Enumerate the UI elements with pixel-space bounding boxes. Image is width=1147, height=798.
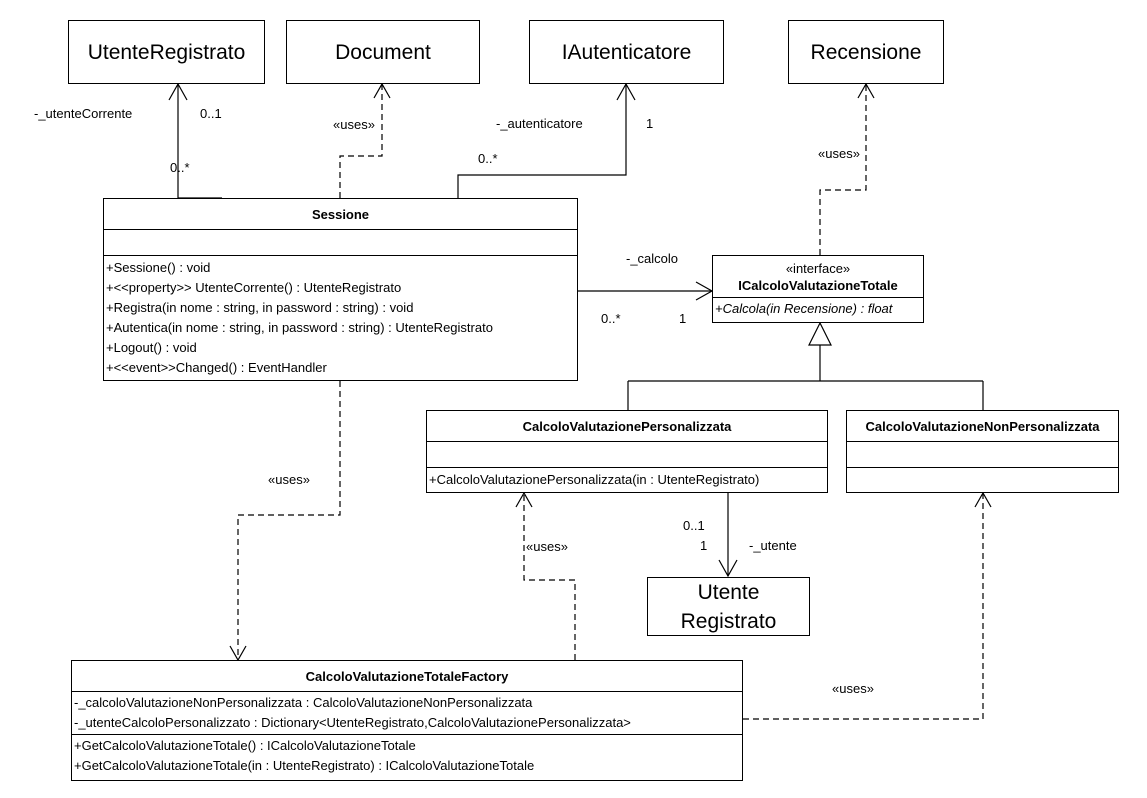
icalcolo-operation: +Calcola(in Recensione) : float xyxy=(715,301,893,316)
sessione-operation: +Registra(in nome : string, in password … xyxy=(106,300,414,315)
utente-registrato-bottom-box: Utente Registrato xyxy=(647,577,810,636)
personalizzata-name: CalcoloValutazionePersonalizzata xyxy=(522,418,732,434)
dependency-document xyxy=(339,84,383,198)
arrowhead-autenticatore xyxy=(616,82,636,101)
icalcolo-operations: +Calcola(in Recensione) : float xyxy=(713,298,923,320)
dependency-non-personalizzata xyxy=(743,493,984,720)
iautenticatore-box: IAutenticatore xyxy=(529,20,724,84)
utente-registrato-label: UtenteRegistrato xyxy=(87,40,246,64)
icalcolo-name: ICalcoloValutazioneTotale xyxy=(738,277,898,293)
association-utente-corrente xyxy=(177,84,222,199)
personalizzata-header: CalcoloValutazionePersonalizzata xyxy=(427,411,827,442)
icalcolo-header: «interface» ICalcoloValutazioneTotale xyxy=(713,256,923,298)
personalizzata-class: CalcoloValutazionePersonalizzata +Calcol… xyxy=(426,410,828,493)
dependency-personalizzata xyxy=(523,493,576,660)
icalcolo-stereotype: «interface» xyxy=(785,260,851,276)
uses-recensione-label: «uses» xyxy=(818,146,860,161)
arrowhead-recensione xyxy=(857,82,875,99)
sessione-operations: +Sessione() : void +<<property>> UtenteC… xyxy=(104,256,577,380)
utente-corrente-target-multiplicity: 0..1 xyxy=(200,106,222,121)
utente-role-label: -_utente xyxy=(749,538,797,553)
autenticatore-target-multiplicity: 1 xyxy=(646,116,654,131)
sessione-operation: +Logout() : void xyxy=(106,340,197,355)
factory-attribute: -_calcoloValutazioneNonPersonalizzata : … xyxy=(74,695,533,710)
uses-non-personalizzata-label: «uses» xyxy=(832,681,874,696)
iautenticatore-label: IAutenticatore xyxy=(561,40,692,64)
non-personalizzata-operations xyxy=(847,468,1118,472)
personalizzata-operation: +CalcoloValutazionePersonalizzata(in : U… xyxy=(429,472,760,487)
factory-attribute: -_utenteCalcoloPersonalizzato : Dictiona… xyxy=(74,715,631,730)
arrowhead-document xyxy=(373,82,391,99)
non-personalizzata-class: CalcoloValutazioneNonPersonalizzata xyxy=(846,410,1119,493)
utente-corrente-role-label: -_utenteCorrente xyxy=(34,106,133,121)
dependency-factory xyxy=(237,381,341,660)
recensione-label: Recensione xyxy=(810,40,922,64)
factory-operation: +GetCalcoloValutazioneTotale() : ICalcol… xyxy=(74,738,416,753)
sessione-operation: +<<property>> UtenteCorrente() : UtenteR… xyxy=(106,280,402,295)
calcolo-role-label: -_calcolo xyxy=(626,251,679,266)
utente-corrente-source-multiplicity: 0..* xyxy=(170,160,190,175)
factory-attributes: -_calcoloValutazioneNonPersonalizzata : … xyxy=(72,692,742,735)
recensione-box: Recensione xyxy=(788,20,944,84)
calcolo-source-multiplicity: 0..* xyxy=(601,311,621,326)
sessione-operation: +Autentica(in nome : string, in password… xyxy=(106,320,493,335)
sessione-class: Sessione +Sessione() : void +<<property>… xyxy=(103,198,578,381)
dependency-recensione xyxy=(819,84,867,255)
utente-registrato-box: UtenteRegistrato xyxy=(68,20,265,84)
arrowhead-personalizzata xyxy=(515,491,533,508)
document-label: Document xyxy=(335,40,431,64)
non-personalizzata-header: CalcoloValutazioneNonPersonalizzata xyxy=(847,411,1118,442)
non-personalizzata-attributes xyxy=(847,442,1118,468)
utente-target-multiplicity: 1 xyxy=(700,538,708,553)
sessione-attributes xyxy=(104,230,577,256)
arrowhead-utente-corrente xyxy=(168,82,188,101)
factory-header: CalcoloValutazioneTotaleFactory xyxy=(72,661,742,692)
factory-class: CalcoloValutazioneTotaleFactory -_calcol… xyxy=(71,660,743,781)
factory-operations: +GetCalcoloValutazioneTotale() : ICalcol… xyxy=(72,735,742,777)
arrowhead-non-personalizzata xyxy=(974,491,992,508)
arrowhead-utente xyxy=(718,559,738,578)
sessione-name: Sessione xyxy=(311,206,370,222)
document-box: Document xyxy=(286,20,480,84)
factory-operation: +GetCalcoloValutazioneTotale(in : Utente… xyxy=(74,758,535,773)
personalizzata-operations: +CalcoloValutazionePersonalizzata(in : U… xyxy=(427,468,827,492)
icalcolo-interface: «interface» ICalcoloValutazioneTotale +C… xyxy=(712,255,924,323)
uses-factory-label: «uses» xyxy=(268,472,310,487)
utente-registrato-bottom-line1: Utente xyxy=(697,580,760,604)
utente-registrato-bottom-line2: Registrato xyxy=(680,609,777,633)
autenticatore-source-multiplicity: 0..* xyxy=(478,151,498,166)
autenticatore-role-label: -_autenticatore xyxy=(496,116,583,131)
factory-name: CalcoloValutazioneTotaleFactory xyxy=(305,668,509,684)
personalizzata-attributes xyxy=(427,442,827,468)
utente-source-multiplicity: 0..1 xyxy=(683,518,705,533)
sessione-operation: +Sessione() : void xyxy=(106,260,211,275)
non-personalizzata-name: CalcoloValutazioneNonPersonalizzata xyxy=(865,418,1100,434)
uses-document-label: «uses» xyxy=(333,117,375,132)
uses-personalizzata-label: «uses» xyxy=(526,539,568,554)
association-autenticatore xyxy=(457,84,627,198)
sessione-operation: +<<event>>Changed() : EventHandler xyxy=(106,360,327,375)
generalization-triangle xyxy=(808,321,832,346)
sessione-header: Sessione xyxy=(104,199,577,230)
calcolo-target-multiplicity: 1 xyxy=(679,311,687,326)
